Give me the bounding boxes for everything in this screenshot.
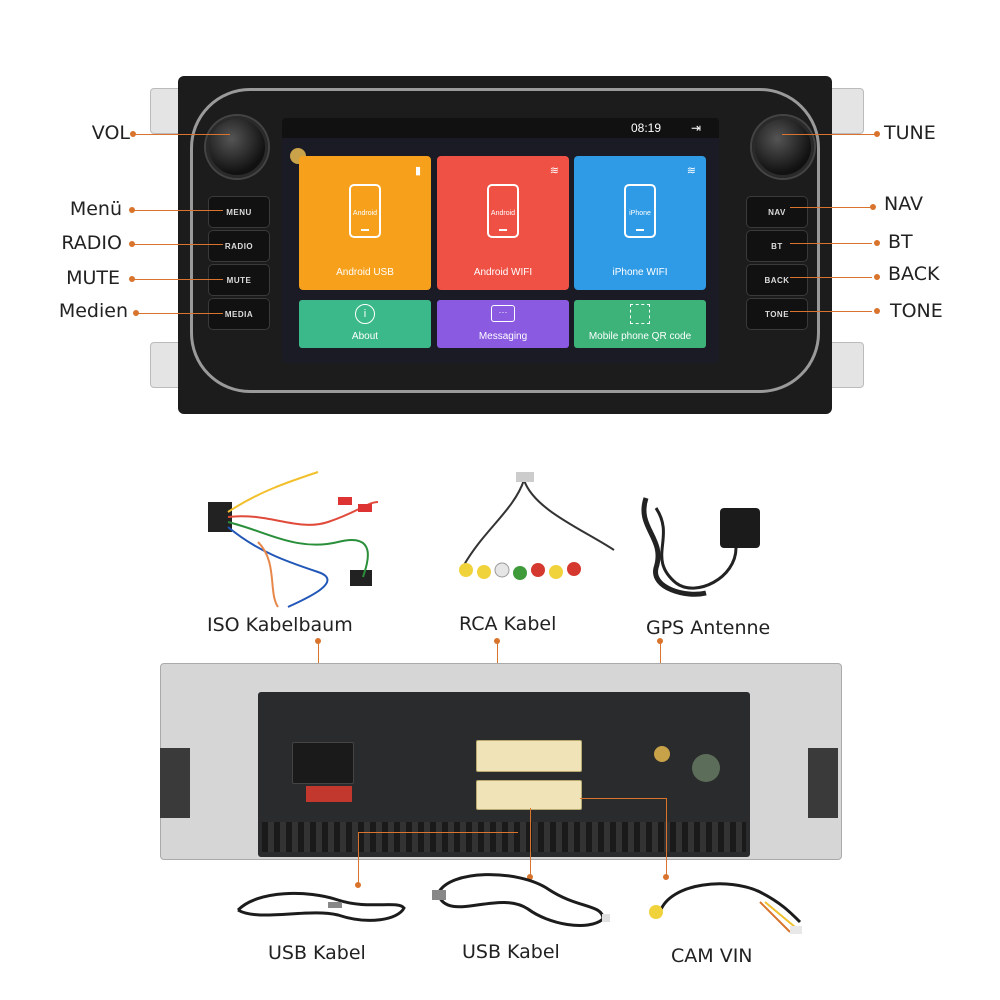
pointer-dot-usb1 bbox=[355, 882, 361, 888]
callout-dot bbox=[133, 310, 139, 316]
callout-nav: NAV bbox=[884, 193, 923, 215]
gps-port bbox=[654, 746, 670, 762]
gps-antenna-image bbox=[641, 497, 760, 597]
pointer-line-usb2 bbox=[530, 808, 531, 876]
display-screen: 08:19 ⇥ ▮ Android Android USB ≋ Android … bbox=[282, 118, 719, 363]
message-icon: ··· bbox=[491, 305, 515, 322]
label-rca-cable: RCA Kabel bbox=[459, 613, 557, 635]
rca-cable-image bbox=[459, 472, 615, 580]
label-usb-cable-2: USB Kabel bbox=[462, 941, 560, 963]
callout-dot bbox=[130, 131, 136, 137]
pointer-line-usb1 bbox=[358, 832, 359, 884]
tile-label: Android WIFI bbox=[473, 267, 533, 278]
callout-line bbox=[790, 277, 872, 278]
callout-line bbox=[782, 134, 876, 135]
pointer-dot-gps bbox=[657, 638, 663, 644]
tile-label: Mobile phone QR code bbox=[588, 331, 692, 342]
back-button[interactable]: BACK bbox=[746, 264, 808, 296]
callout-radio: RADIO bbox=[61, 232, 122, 254]
callout-line bbox=[137, 313, 223, 314]
usb-connector-port bbox=[476, 780, 582, 810]
iso-connector-port bbox=[292, 742, 354, 784]
tile-label: About bbox=[351, 331, 379, 342]
iso-harness-image bbox=[208, 471, 379, 608]
callout-line bbox=[790, 243, 872, 244]
tile-about[interactable]: i About bbox=[299, 300, 431, 348]
label-iso-harness: ISO Kabelbaum bbox=[207, 614, 353, 636]
tile-label: Messaging bbox=[478, 331, 528, 342]
volume-knob[interactable] bbox=[206, 116, 268, 178]
qr-icon bbox=[630, 304, 650, 324]
phone-icon: Android bbox=[487, 184, 519, 238]
callout-menu: Menü bbox=[69, 198, 122, 220]
status-bar: 08:19 ⇥ bbox=[282, 118, 719, 138]
tile-android-wifi[interactable]: ≋ Android Android WIFI bbox=[437, 156, 569, 290]
antenna-port bbox=[692, 754, 720, 782]
tile-android-usb[interactable]: ▮ Android Android USB bbox=[299, 156, 431, 290]
phone-icon: iPhone bbox=[624, 184, 656, 238]
callout-dot bbox=[129, 276, 135, 282]
menu-button[interactable]: MENU bbox=[208, 196, 270, 228]
mount-bracket-bottom-right bbox=[826, 342, 864, 388]
tile-iphone-wifi[interactable]: ≋ iPhone iPhone WIFI bbox=[574, 156, 706, 290]
vent-grille bbox=[262, 822, 746, 852]
tile-messaging[interactable]: ··· Messaging bbox=[437, 300, 569, 348]
callout-medien: Medien bbox=[58, 300, 128, 322]
pointer-line-cam-h bbox=[580, 798, 666, 799]
label-cam-vin: CAM VIN bbox=[671, 945, 753, 967]
wifi-icon: ≋ bbox=[549, 165, 559, 177]
mute-button[interactable]: MUTE bbox=[208, 264, 270, 296]
label-usb-cable-1: USB Kabel bbox=[268, 942, 366, 964]
usb-cable-2-image bbox=[432, 873, 610, 927]
clock: 08:19 bbox=[630, 121, 661, 135]
rca-connector-port bbox=[476, 740, 582, 772]
rear-side-bracket-right bbox=[808, 748, 838, 818]
callout-tone: TONE bbox=[890, 300, 943, 322]
pointer-dot-usb2 bbox=[527, 874, 533, 880]
info-icon: i bbox=[355, 304, 375, 324]
pointer-dot-rca bbox=[494, 638, 500, 644]
wifi-icon: ≋ bbox=[686, 165, 696, 177]
callout-bt: BT bbox=[888, 231, 913, 253]
callout-line bbox=[133, 244, 223, 245]
tile-label: iPhone WIFI bbox=[612, 267, 668, 278]
callout-vol: VOL bbox=[91, 122, 130, 144]
callout-line bbox=[133, 279, 223, 280]
phone-icon: Android bbox=[349, 184, 381, 238]
callout-line bbox=[134, 134, 230, 135]
media-button[interactable]: MEDIA bbox=[208, 298, 270, 330]
callout-line bbox=[790, 207, 872, 208]
tile-qr-code[interactable]: Mobile phone QR code bbox=[574, 300, 706, 348]
radio-button[interactable]: RADIO bbox=[208, 230, 270, 262]
tone-button[interactable]: TONE bbox=[746, 298, 808, 330]
callout-line bbox=[790, 311, 872, 312]
callout-line bbox=[133, 210, 223, 211]
callout-dot bbox=[874, 308, 880, 314]
callout-dot bbox=[874, 274, 880, 280]
usb-cable-1-image bbox=[236, 892, 406, 922]
tile-label: Android USB bbox=[336, 267, 394, 278]
cam-vin-cable-image bbox=[649, 882, 802, 934]
usb-icon: ▮ bbox=[414, 165, 421, 177]
callout-dot bbox=[874, 240, 880, 246]
pointer-dot-cam bbox=[663, 874, 669, 880]
callout-dot bbox=[129, 241, 135, 247]
callout-dot bbox=[870, 204, 876, 210]
pointer-line-cam bbox=[666, 798, 667, 876]
pointer-line-usb1-h bbox=[358, 832, 518, 833]
callout-mute: MUTE bbox=[66, 267, 120, 289]
pointer-dot-iso bbox=[315, 638, 321, 644]
exit-icon[interactable]: ⇥ bbox=[690, 121, 701, 135]
callout-tune: TUNE bbox=[884, 122, 936, 144]
callout-back: BACK bbox=[888, 263, 940, 285]
tune-knob[interactable] bbox=[752, 116, 814, 178]
nav-button[interactable]: NAV bbox=[746, 196, 808, 228]
callout-dot bbox=[874, 131, 880, 137]
callout-dot bbox=[129, 207, 135, 213]
rear-side-bracket-left bbox=[160, 748, 190, 818]
label-gps-antenna: GPS Antenne bbox=[646, 617, 771, 639]
bt-button[interactable]: BT bbox=[746, 230, 808, 262]
chrome-ring bbox=[190, 88, 820, 393]
fuse-block bbox=[306, 786, 352, 802]
